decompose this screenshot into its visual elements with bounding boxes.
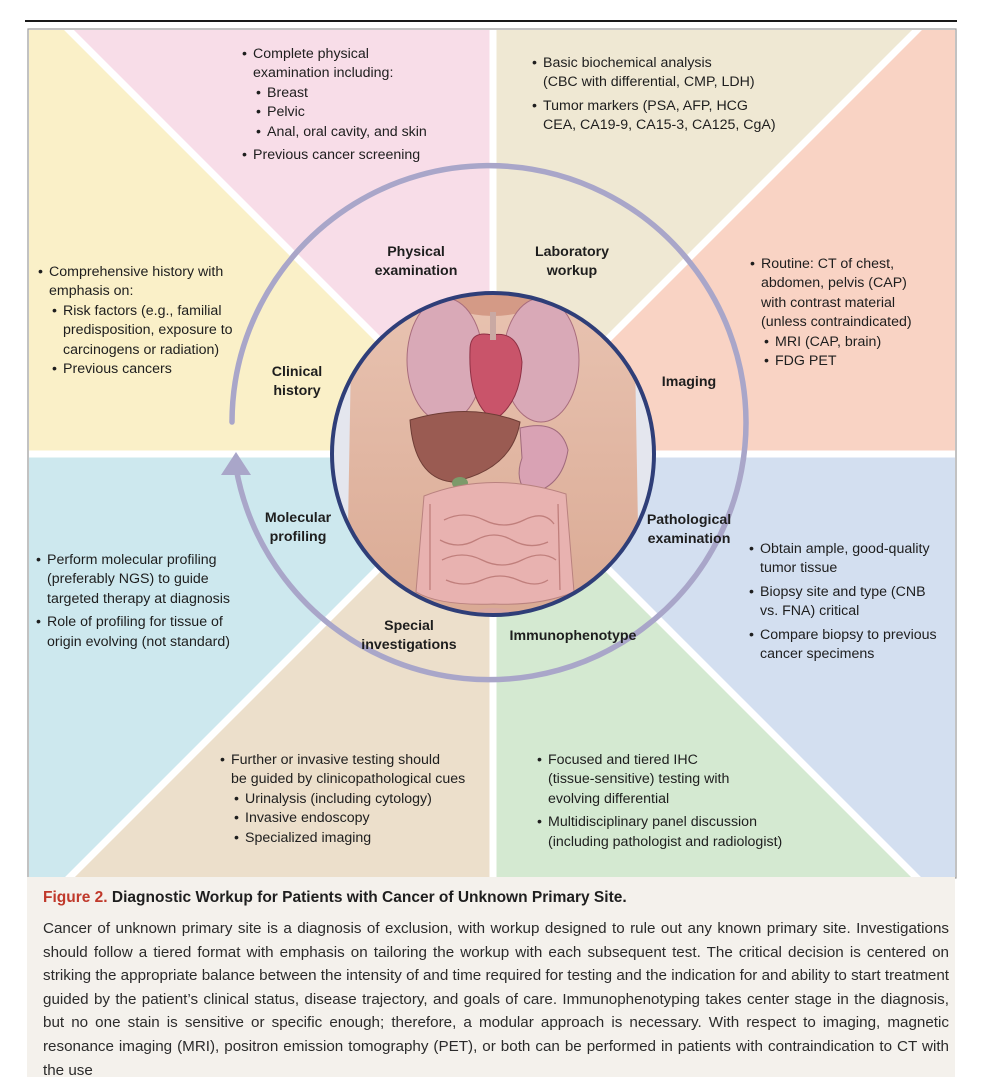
figure-caption: Figure 2. Diagnostic Workup for Patients… bbox=[27, 877, 955, 1077]
workflow-ring bbox=[229, 162, 749, 683]
list-item: Multidisciplinary panel discussion(inclu… bbox=[537, 813, 782, 852]
list-item: Focused and tiered IHC(tissue-sensitive)… bbox=[537, 751, 782, 809]
ring-arrowhead bbox=[221, 452, 251, 475]
caption-title: Figure 2. Diagnostic Workup for Patients… bbox=[43, 889, 627, 907]
label-immunophenotype: Immunophenotype bbox=[509, 628, 637, 644]
immunophenotype-text: Focused and tiered IHC(tissue-sensitive)… bbox=[537, 751, 782, 856]
molecular-profiling-text: Perform molecular profiling(preferably N… bbox=[36, 551, 230, 656]
list-item: Risk factors (e.g., familialpredispositi… bbox=[52, 302, 233, 360]
list-item: Anal, oral cavity, and skin bbox=[256, 123, 427, 143]
caption-body: Cancer of unknown primary site is a diag… bbox=[43, 920, 949, 1077]
list-item: Pelvic bbox=[256, 103, 427, 123]
list-item: Breast bbox=[256, 84, 427, 104]
list-item: Previous cancer screening bbox=[242, 146, 427, 166]
top-rule bbox=[25, 20, 957, 22]
list-item: Urinalysis (including cytology) bbox=[234, 790, 465, 810]
list-item: Routine: CT of chest,abdomen, pelvis (CA… bbox=[750, 255, 912, 333]
torso-illustration bbox=[330, 291, 656, 617]
list-item: MRI (CAP, brain) bbox=[764, 333, 912, 353]
label-imaging: Imaging bbox=[661, 374, 717, 390]
list-item: Perform molecular profiling(preferably N… bbox=[36, 551, 230, 609]
figure-title: Diagnostic Workup for Patients with Canc… bbox=[111, 889, 627, 906]
list-item: Basic biochemical analysis(CBC with diff… bbox=[532, 54, 776, 93]
list-item: FDG PET bbox=[764, 352, 912, 372]
list-item: Previous cancers bbox=[52, 360, 233, 380]
list-item: Specialized imaging bbox=[234, 829, 465, 849]
list-item: Invasive endoscopy bbox=[234, 809, 465, 829]
figure-label: Figure 2. bbox=[43, 889, 108, 906]
imaging-text: Routine: CT of chest,abdomen, pelvis (CA… bbox=[750, 255, 912, 372]
laboratory-workup-text: Basic biochemical analysis(CBC with diff… bbox=[532, 54, 776, 140]
